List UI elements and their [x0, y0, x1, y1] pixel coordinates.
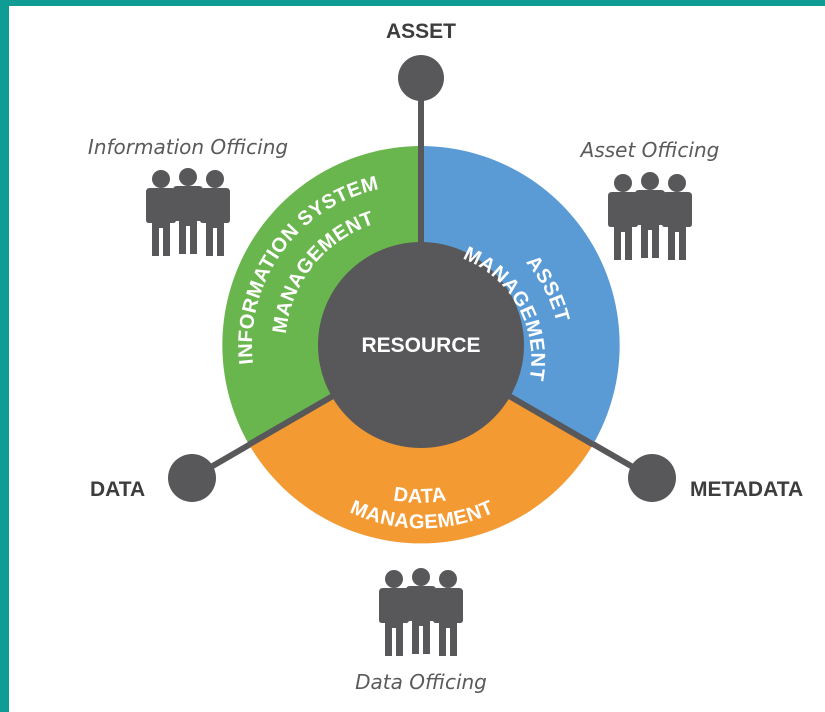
people-group-icon-asset: [608, 172, 692, 260]
office-label-data: Data Officing: [355, 670, 487, 694]
resource-center: [318, 242, 524, 448]
node-data: [168, 454, 216, 502]
segment-label-data-line1: DATA: [392, 483, 448, 507]
node-label-metadata: METADATA: [690, 478, 803, 501]
node-label-asset: ASSET: [386, 20, 456, 43]
center-label: RESOURCE: [361, 334, 480, 357]
node-metadata: [628, 454, 676, 502]
people-group-icon-data: [379, 568, 463, 656]
office-label-asset: Asset Officing: [579, 138, 720, 162]
node-asset: [398, 55, 444, 101]
node-label-data: DATA: [90, 478, 145, 501]
people-group-icon-information: [146, 168, 230, 256]
office-label-information: Information Officing: [88, 135, 288, 159]
